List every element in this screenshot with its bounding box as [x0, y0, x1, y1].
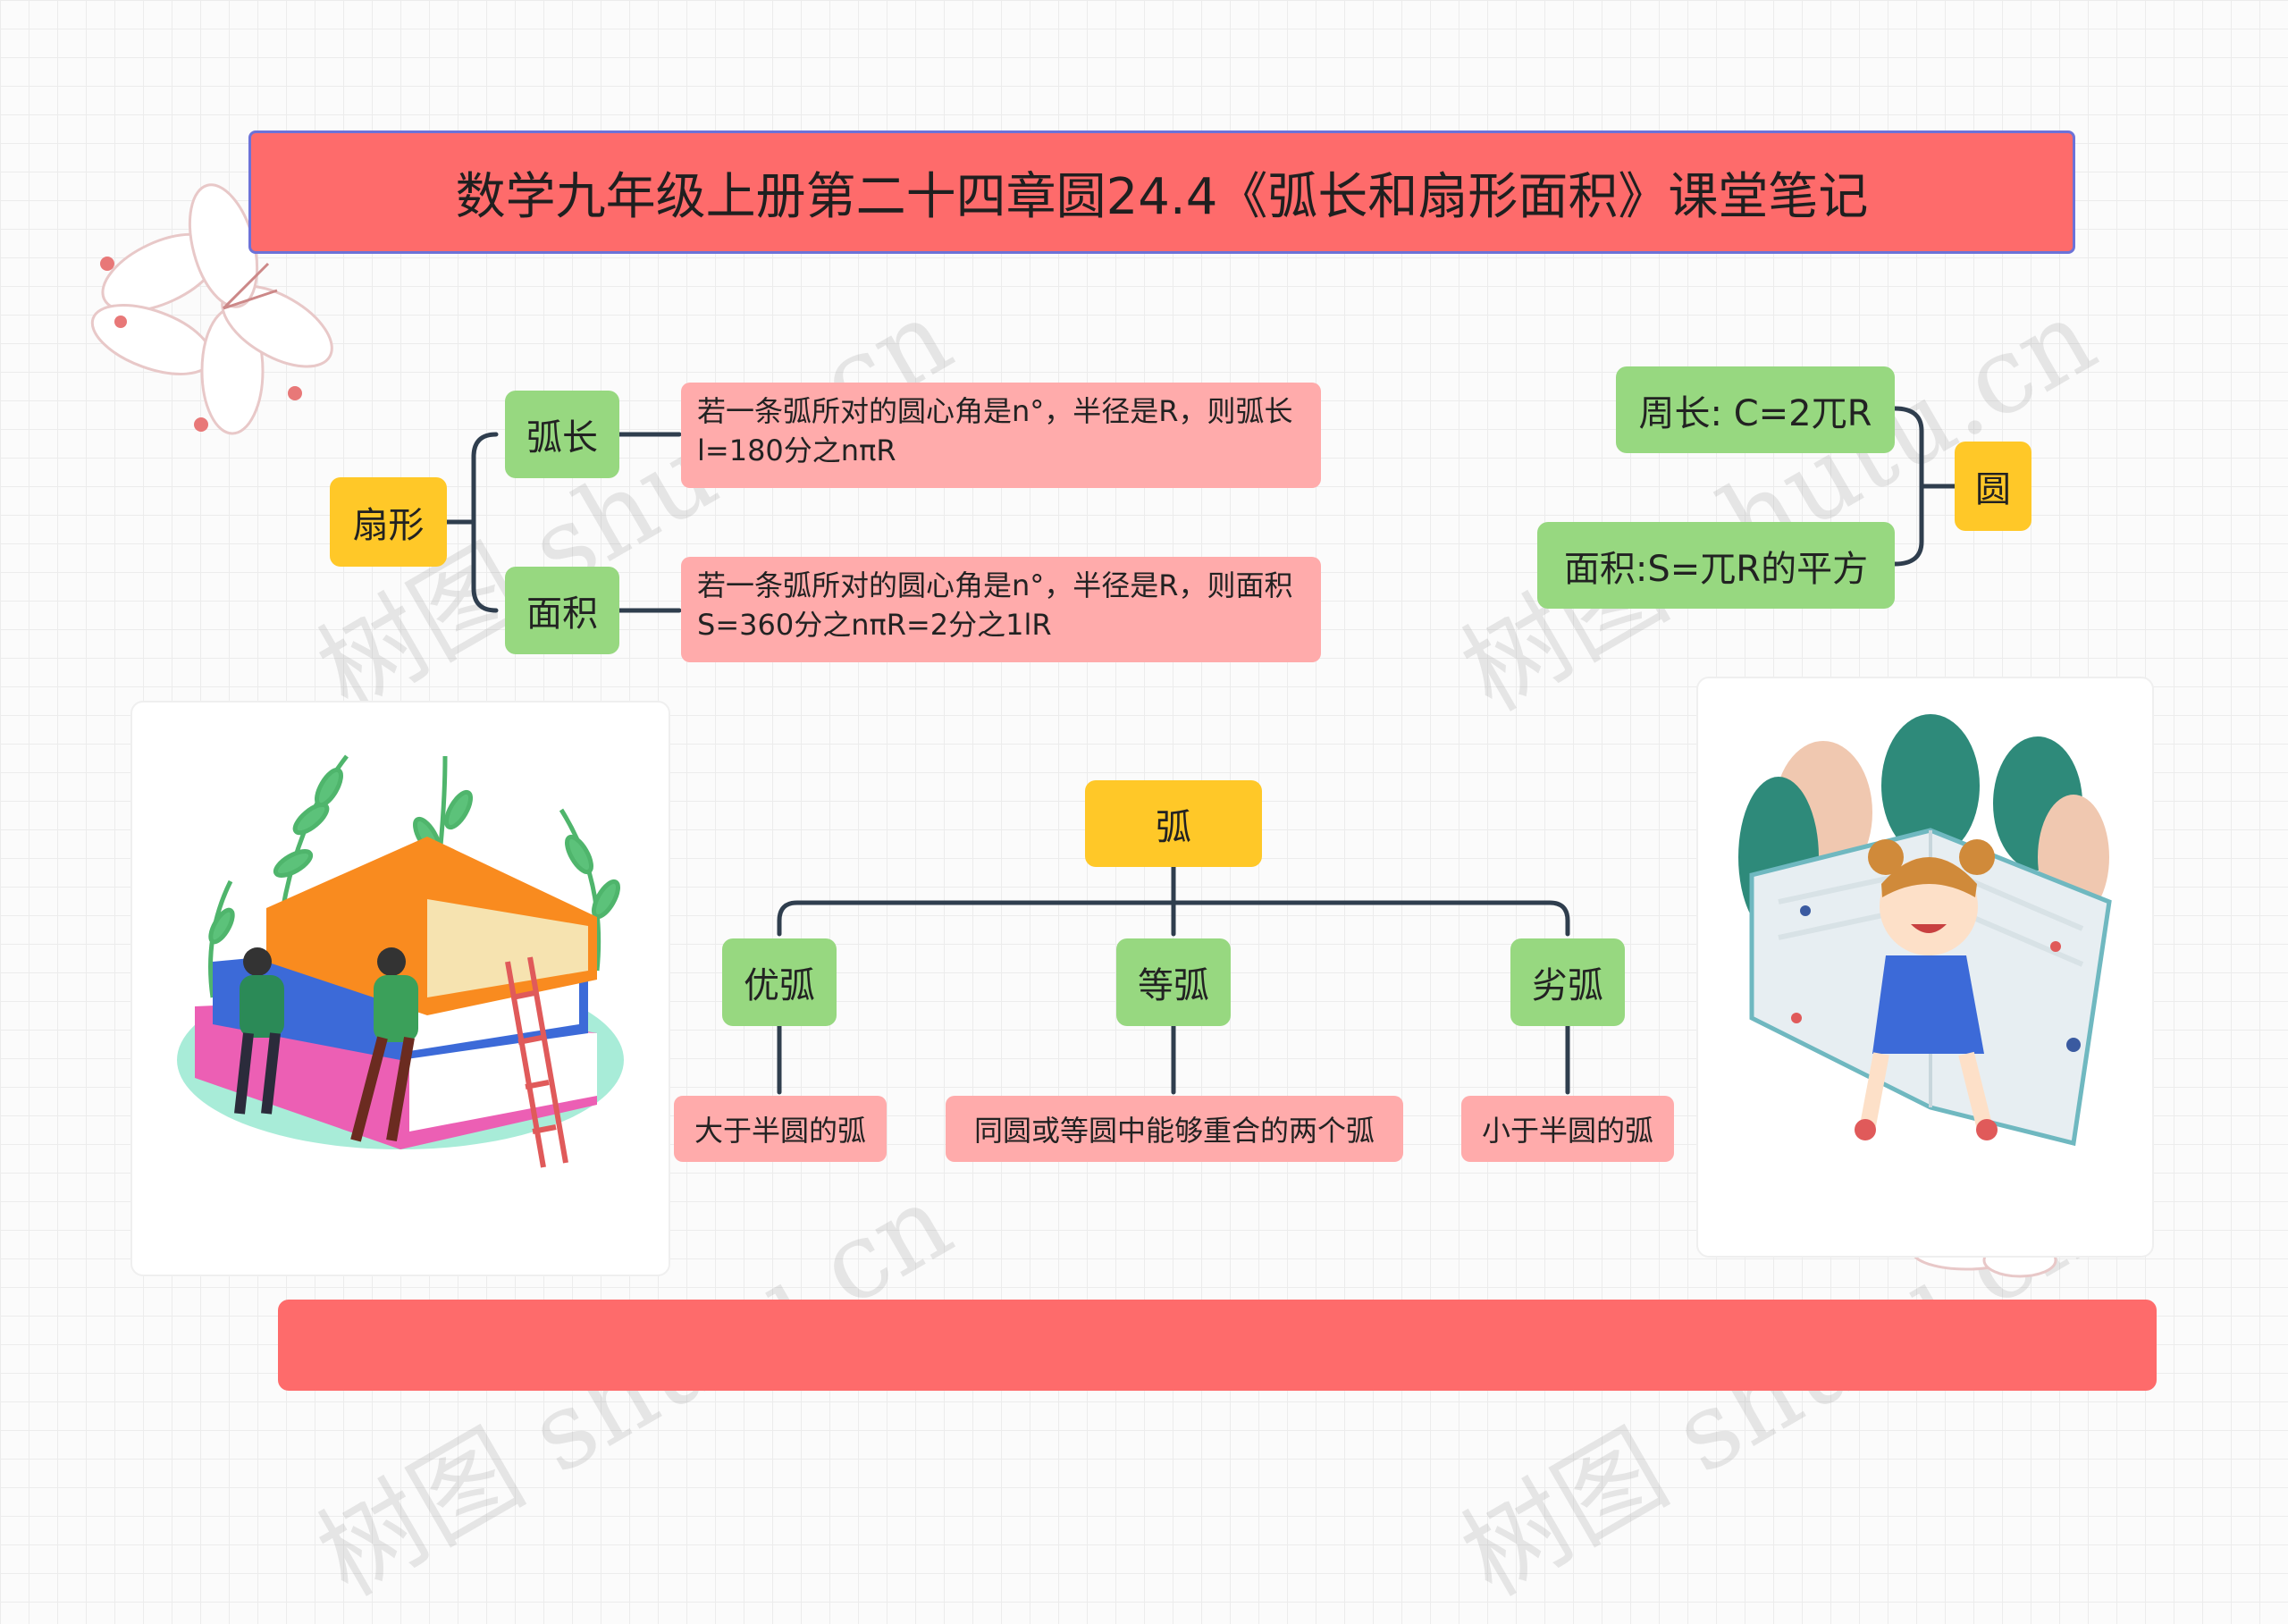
- girl-illustration: [1738, 714, 2112, 1147]
- arc-length-formula: 若一条弧所对的圆心角是n°，半径是R，则弧长l=180分之nπR: [681, 383, 1321, 488]
- sector-node: 扇形: [330, 477, 447, 567]
- equal-arc-node: 等弧: [1116, 938, 1231, 1026]
- equal-arc-desc: 同圆或等圆中能够重合的两个弧: [946, 1096, 1403, 1162]
- books-illustration: [177, 754, 624, 1168]
- books-illustration-card: [130, 701, 670, 1276]
- major-arc-desc: 大于半圆的弧: [674, 1096, 887, 1162]
- sector-area-node: 面积: [505, 567, 619, 654]
- footer-bar: [278, 1300, 2157, 1391]
- major-arc-node: 优弧: [722, 938, 837, 1026]
- arc-node: 弧: [1085, 780, 1262, 867]
- minor-arc-desc: 小于半圆的弧: [1461, 1096, 1674, 1162]
- circle-area-node: 面积:S=兀R的平方: [1537, 522, 1895, 609]
- minor-arc-node: 劣弧: [1510, 938, 1625, 1026]
- perimeter-node: 周长: C=2兀R: [1616, 366, 1895, 453]
- circle-node: 圆: [1955, 442, 2031, 531]
- arc-length-node: 弧长: [505, 391, 619, 478]
- sector-area-formula: 若一条弧所对的圆心角是n°，半径是R，则面积S=360分之nπR=2分之1lR: [681, 557, 1321, 662]
- girl-illustration-card: [1696, 677, 2154, 1258]
- page-title: 数学九年级上册第二十四章圆24.4《弧长和扇形面积》课堂笔记: [248, 130, 2075, 254]
